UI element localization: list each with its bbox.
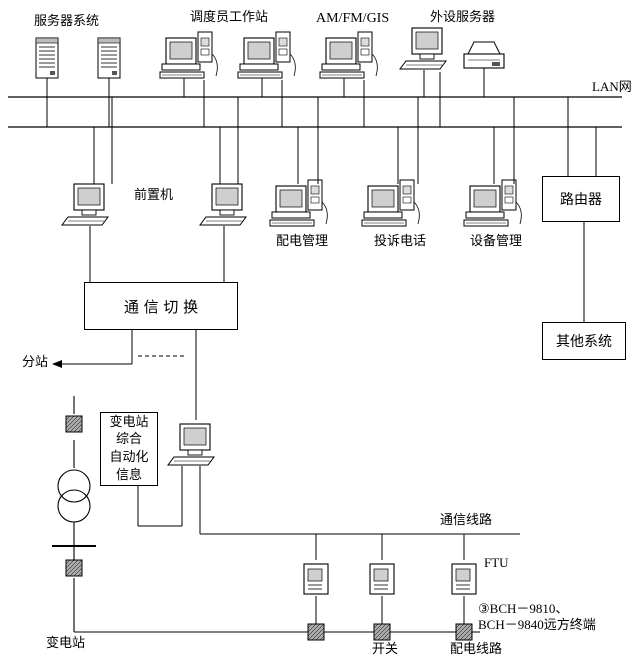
front-end-pc-1 (61, 183, 109, 226)
dispatcher-ws-label: 调度员工作站 (190, 10, 269, 25)
dispatcher-ws-2 (237, 31, 296, 79)
line-switch-2 (373, 623, 391, 641)
substation-switch-bottom (65, 559, 83, 577)
equipment-mgmt-ws (463, 179, 522, 227)
peripheral-pc (399, 27, 447, 70)
substation-pc (167, 423, 215, 466)
distribution-line-label: 配电线路 (450, 642, 503, 657)
router-label: 路由器 (560, 192, 602, 208)
complaint-phone-ws (361, 179, 420, 227)
line-switch-1 (307, 623, 325, 641)
substation-chain (52, 396, 480, 633)
comm-line-label: 通信线路 (440, 513, 493, 528)
line-switch-3 (455, 623, 473, 641)
server-system-label: 服务器系统 (34, 14, 100, 29)
peripheral-server-label: 外设服务器 (430, 10, 496, 25)
distribution-mgmt-ws (269, 179, 328, 227)
substation-automation-line-4: 信息 (115, 467, 142, 483)
bch-label-line-2: BCH－9840远方终端 (478, 617, 596, 632)
ftu-2 (369, 563, 395, 595)
comm-switch-box: 通 信 切 换 (84, 282, 238, 330)
router-box: 路由器 (542, 176, 620, 222)
switch-label: 开关 (372, 642, 399, 657)
top-drops (46, 68, 485, 127)
branch-arrow (52, 360, 62, 368)
branch-label: 分站 (22, 355, 49, 370)
other-systems-label: 其他系统 (556, 334, 612, 350)
substation-label: 变电站 (46, 636, 86, 651)
am-fm-gis-label: AM/FM/GIS (316, 11, 390, 26)
comm-switch-label: 通 信 切 换 (123, 297, 199, 316)
ftu-label: FTU (484, 555, 509, 570)
lan-label: LAN网 (592, 79, 632, 94)
other-systems-box: 其他系统 (542, 322, 626, 360)
substation-automation-line-2: 综合 (115, 432, 142, 448)
substation-switch-top (65, 415, 83, 433)
dispatcher-ws-1 (159, 31, 218, 79)
substation-automation-line-3: 自动化 (109, 450, 149, 465)
front-end-pc-2 (199, 183, 247, 226)
lower-wires (137, 466, 520, 624)
server-2 (97, 37, 121, 79)
bch-label-line-1: ③BCH－9810、 (478, 601, 569, 616)
printer (463, 41, 505, 69)
substation-automation-line-1: 变电站 (109, 414, 149, 430)
ftu-1 (303, 563, 329, 595)
equipment-mgmt-label: 设备管理 (470, 234, 523, 249)
complaint-phone-label: 投诉电话 (374, 234, 427, 249)
distribution-mgmt-label: 配电管理 (276, 234, 329, 249)
ftu-3 (451, 563, 477, 595)
server-1 (35, 37, 59, 79)
middle-drops (62, 97, 597, 420)
gis-ws (319, 31, 378, 79)
substation-automation-box: 变电站 综合 自动化 信息 (100, 412, 158, 486)
front-end-label: 前置机 (134, 188, 174, 203)
